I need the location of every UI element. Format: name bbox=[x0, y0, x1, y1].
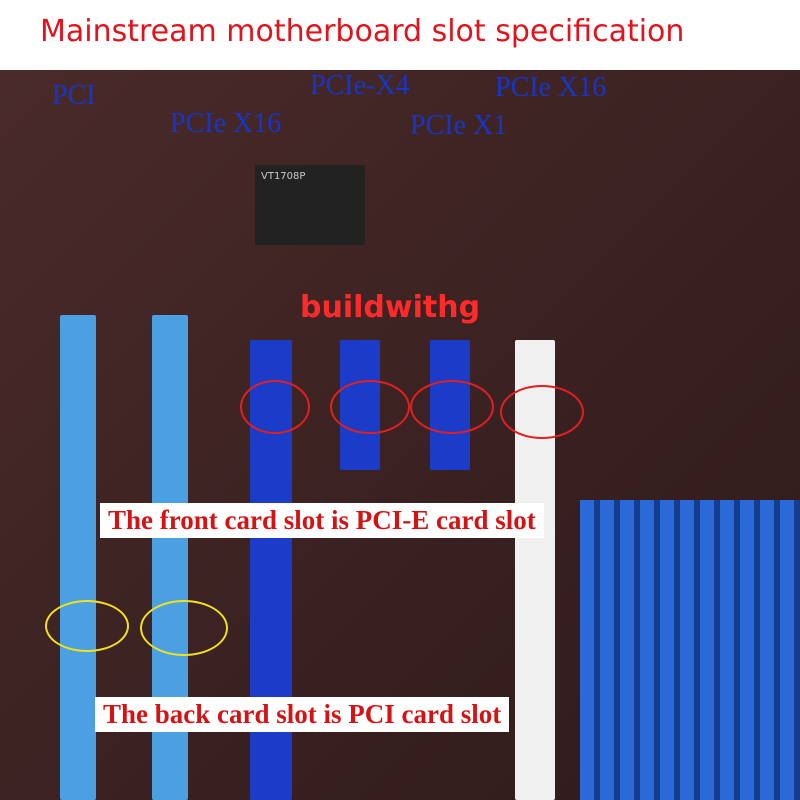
highlight-ellipse bbox=[140, 600, 228, 656]
label-pcie-x4: PCIe-X4 bbox=[310, 70, 410, 101]
audio-chip: VT1708P bbox=[255, 165, 365, 245]
label-pcie-x16-right: PCIe X16 bbox=[495, 72, 607, 103]
caption-back: The back card slot is PCI card slot bbox=[95, 697, 510, 732]
highlight-ellipse bbox=[45, 600, 129, 652]
title-band: Mainstream motherboard slot specificatio… bbox=[0, 0, 800, 70]
highlight-ellipse bbox=[410, 380, 494, 434]
label-pci: PCI bbox=[52, 80, 96, 111]
watermark: buildwithg bbox=[300, 290, 481, 325]
highlight-ellipse bbox=[330, 380, 410, 434]
label-pcie-x16-left: PCIe X16 bbox=[170, 108, 282, 139]
label-pcie-x1: PCIe X1 bbox=[410, 110, 508, 141]
pci-slot-1 bbox=[60, 315, 96, 800]
title: Mainstream motherboard slot specificatio… bbox=[40, 14, 685, 49]
highlight-ellipse bbox=[240, 380, 310, 434]
caption-front: The front card slot is PCI-E card slot bbox=[100, 503, 544, 538]
heatsink bbox=[580, 500, 800, 800]
highlight-ellipse bbox=[500, 385, 584, 439]
